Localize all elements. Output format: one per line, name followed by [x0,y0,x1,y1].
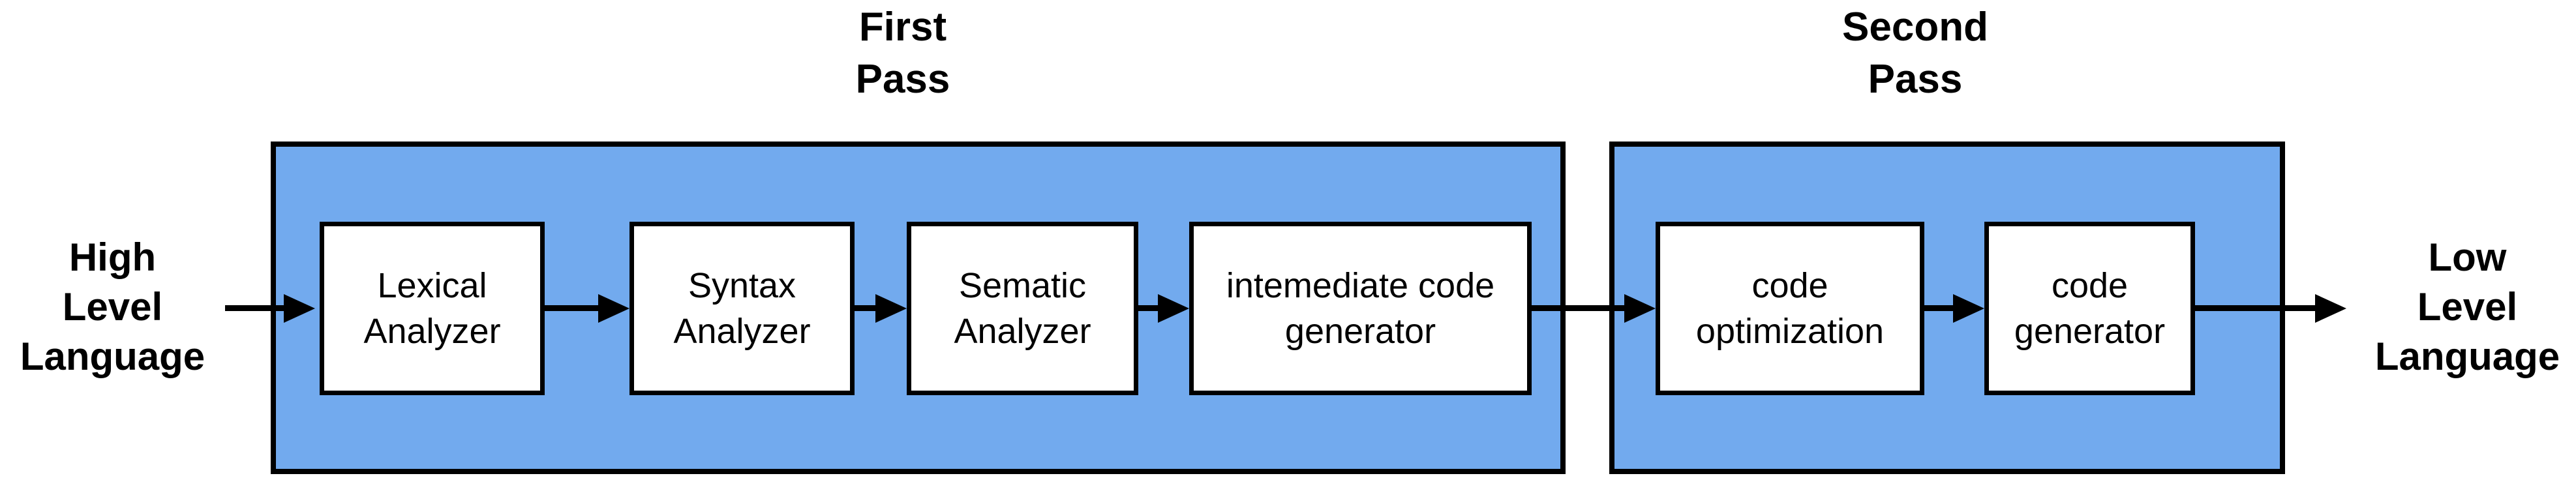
arrow-lexical-to-syntax [545,294,629,323]
second-pass-title: Second Pass [1842,5,1988,102]
stage-box-code-optimization: code optimization [1656,222,1924,395]
arrow-line [855,305,878,311]
input-language-label: High Level Language [20,235,205,378]
output-language-label: Low Level Language [2374,235,2560,378]
arrow-head-icon [1953,294,1984,323]
arrow-head-icon [598,294,629,323]
arrow-line [545,305,601,311]
arrow-line [1138,305,1160,311]
arrow-line [2195,305,2318,311]
arrow-head-icon [284,294,315,323]
arrow-head-icon [2315,294,2346,323]
arrow-input-to-lexical [225,294,315,323]
stage-label: Syntax Analyzer [673,266,811,351]
stage-box-sematic-analyzer: Sematic Analyzer [907,222,1138,395]
stage-box-lexical-analyzer: Lexical Analyzer [320,222,545,395]
arrow-line [1532,305,1627,311]
arrow-optimization-to-generator [1924,294,1984,323]
arrow-head-icon [1158,294,1189,323]
stage-label: Sematic Analyzer [954,266,1091,351]
arrow-sematic-to-intermediate [1138,294,1189,323]
arrow-line [1924,305,1956,311]
stage-label: code optimization [1695,266,1885,351]
arrow-firstpass-to-secondpass [1532,294,1656,323]
arrow-syntax-to-sematic [855,294,907,323]
first-pass-title: First Pass [855,5,950,102]
stage-label: intemediate code generator [1226,266,1495,351]
stage-box-code-generator: code generator [1984,222,2195,395]
stage-label: code generator [2014,266,2166,351]
arrow-head-icon [875,294,907,323]
stage-box-intermediate-code-generator: intemediate code generator [1189,222,1532,395]
stage-label: Lexical Analyzer [363,266,501,351]
arrow-head-icon [1624,294,1656,323]
arrow-generator-to-output [2195,294,2346,323]
arrow-line [225,305,286,311]
stage-box-syntax-analyzer: Syntax Analyzer [629,222,855,395]
